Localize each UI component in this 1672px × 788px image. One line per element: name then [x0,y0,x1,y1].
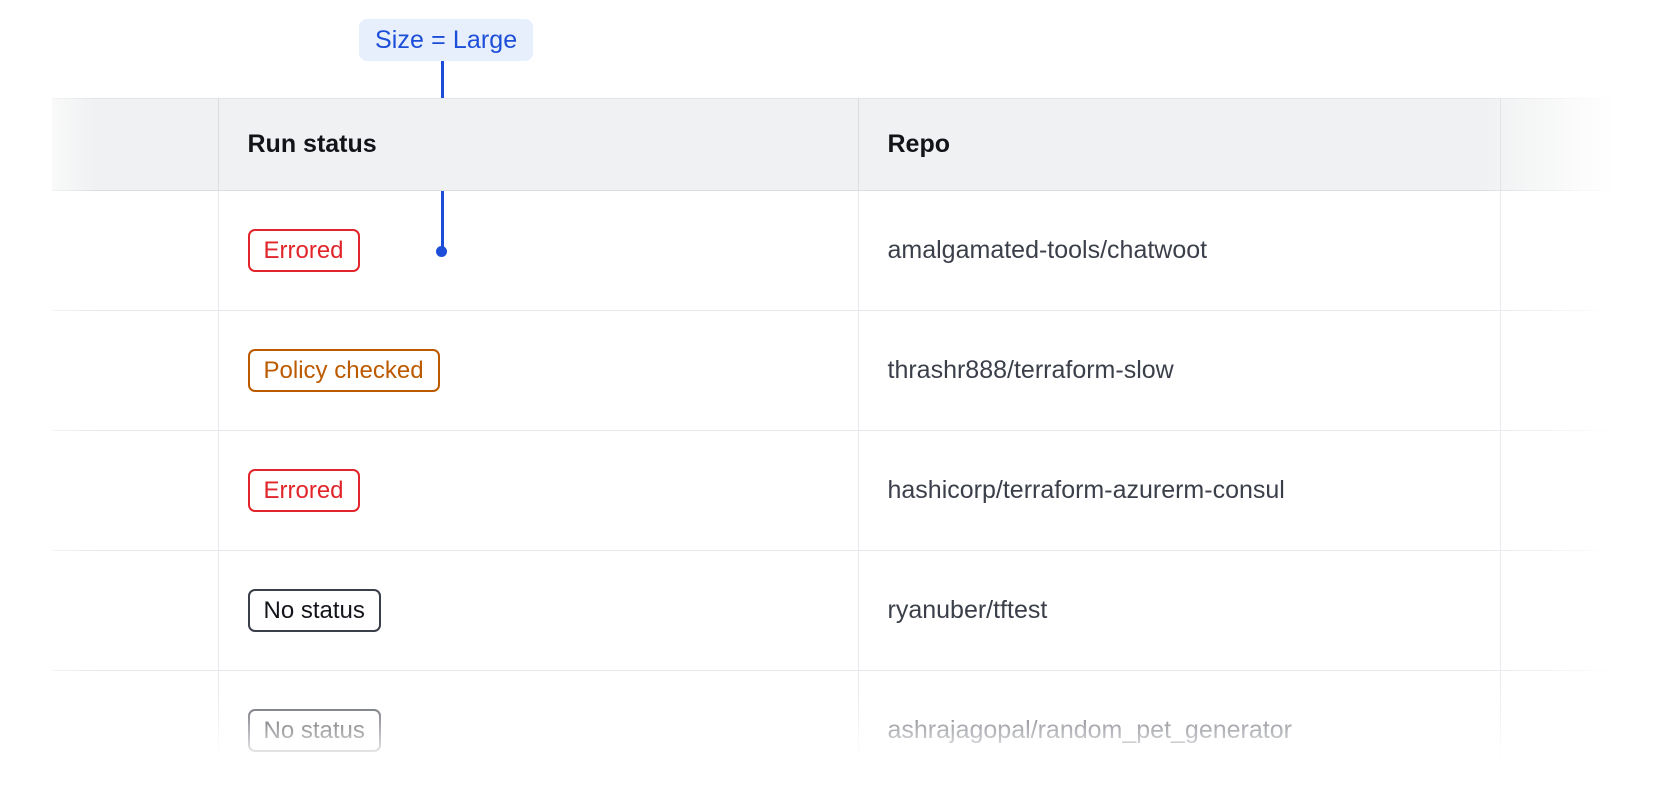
run-status-cell: Errored [218,430,859,551]
table-header-row: Run status Repo [52,98,1670,191]
repo-cell: ashrajagopal/random_pet_generator [858,670,1501,788]
repo-cell: amalgamated-tools/chatwoot [858,190,1501,311]
repo-name[interactable]: amalgamated-tools/chatwoot [887,236,1208,264]
row-spacer-cell [52,550,219,671]
runs-table: Run status Repo Errored amalgamated-tool… [52,98,1670,788]
column-header-tail [1500,98,1670,191]
size-annotation-label: Size = Large [375,25,518,54]
column-header-run-status[interactable]: Run status [218,98,859,191]
repo-name[interactable]: thrashr888/terraform-slow [887,356,1174,384]
run-status-cell: Policy checked [218,310,859,431]
table-row[interactable]: Errored hashicorp/terraform-azurerm-cons… [52,430,1670,551]
status-badge-label: Errored [263,476,344,504]
row-spacer-cell [52,310,219,431]
row-tail-cell [1500,550,1670,671]
status-badge[interactable]: Errored [247,469,360,512]
row-spacer-cell [52,190,219,311]
table-body: Errored amalgamated-tools/chatwoot Polic… [52,190,1670,788]
table-row[interactable]: No status ryanuber/tftest [52,550,1670,671]
status-badge[interactable]: No status [247,589,381,632]
size-annotation-badge: Size = Large [359,19,534,61]
row-tail-cell [1500,430,1670,551]
table-row[interactable]: Policy checked thrashr888/terraform-slow [52,310,1670,431]
run-status-cell: No status [218,670,859,788]
table-row[interactable]: No status ashrajagopal/random_pet_genera… [52,670,1670,788]
runs-table-container: Run status Repo Errored amalgamated-tool… [0,98,1672,788]
row-tail-cell [1500,310,1670,431]
row-spacer-cell [52,670,219,788]
status-badge-label: No status [263,596,365,624]
run-status-cell: No status [218,550,859,671]
row-spacer-cell [52,430,219,551]
status-badge[interactable]: Policy checked [247,349,440,392]
status-badge-label: No status [263,716,365,744]
status-badge[interactable]: Errored [247,229,360,272]
column-header-spacer [52,98,219,191]
status-badge[interactable]: No status [247,709,381,752]
status-badge-label: Policy checked [263,356,424,384]
repo-cell: ryanuber/tftest [858,550,1501,671]
table-row[interactable]: Errored amalgamated-tools/chatwoot [52,190,1670,311]
repo-cell: thrashr888/terraform-slow [858,310,1501,431]
repo-name[interactable]: ashrajagopal/random_pet_generator [887,716,1292,744]
row-tail-cell [1500,670,1670,788]
repo-name[interactable]: ryanuber/tftest [887,596,1048,624]
status-badge-label: Errored [263,236,344,264]
repo-name[interactable]: hashicorp/terraform-azurerm-consul [887,476,1285,504]
run-status-cell: Errored [218,190,859,311]
table-header: Run status Repo [52,98,1670,191]
column-header-repo[interactable]: Repo [858,98,1501,191]
row-tail-cell [1500,190,1670,311]
repo-cell: hashicorp/terraform-azurerm-consul [858,430,1501,551]
